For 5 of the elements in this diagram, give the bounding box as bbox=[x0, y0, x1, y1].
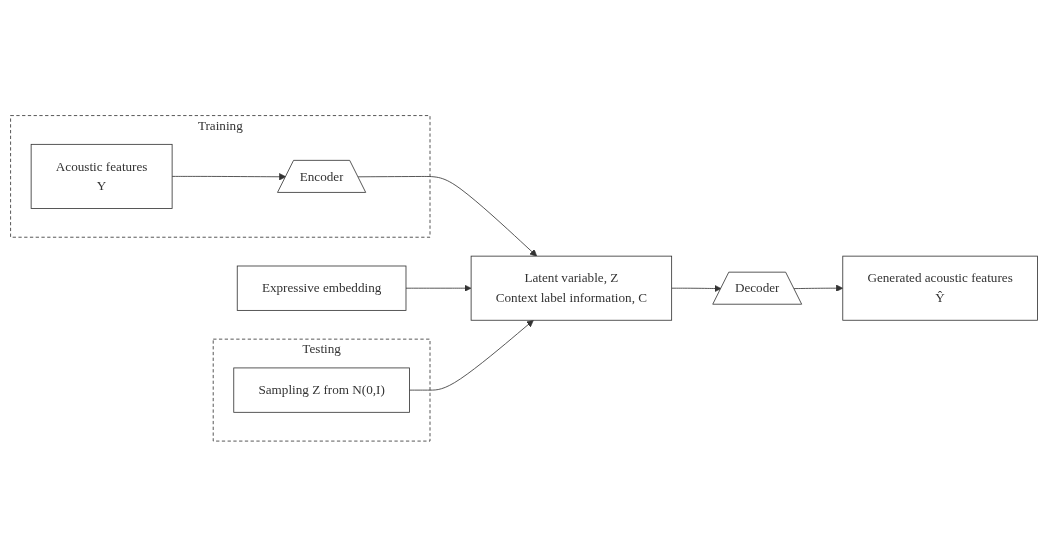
node-box: Acoustic features Y bbox=[30, 144, 173, 210]
node-box: Expressive embedding bbox=[236, 265, 406, 311]
node-box: Sampling Z from N(0,I) bbox=[232, 367, 410, 413]
node-box: Latent variable, Z Context label information, C bbox=[470, 255, 672, 321]
node-box: Generated acoustic features Ŷ bbox=[841, 255, 1038, 321]
